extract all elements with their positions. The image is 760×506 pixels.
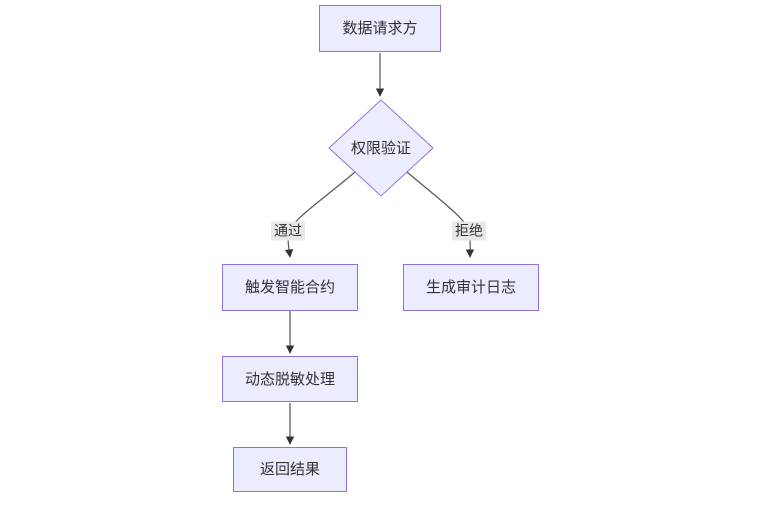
edge-label-pass: 通过: [271, 221, 305, 241]
node-requester: 数据请求方: [319, 5, 441, 52]
edge-label-reject: 拒绝: [452, 221, 486, 241]
node-requester-label: 数据请求方: [342, 20, 418, 37]
node-auth: 权限验证: [331, 134, 431, 162]
node-contract-label: 触发智能合约: [244, 279, 335, 296]
node-auth-label: 权限验证: [350, 139, 411, 157]
edge-auth-audit: [406, 171, 475, 258]
node-contract: 触发智能合约: [222, 264, 358, 311]
node-masking-label: 动态脱敏处理: [244, 370, 335, 388]
node-result: 返回结果: [233, 447, 347, 492]
node-masking: 动态脱敏处理: [222, 356, 358, 402]
node-audit: 生成审计日志: [403, 264, 539, 311]
edge-auth-contract: [284, 171, 356, 258]
node-result-label: 返回结果: [259, 461, 320, 478]
node-audit-label: 生成审计日志: [425, 279, 516, 296]
